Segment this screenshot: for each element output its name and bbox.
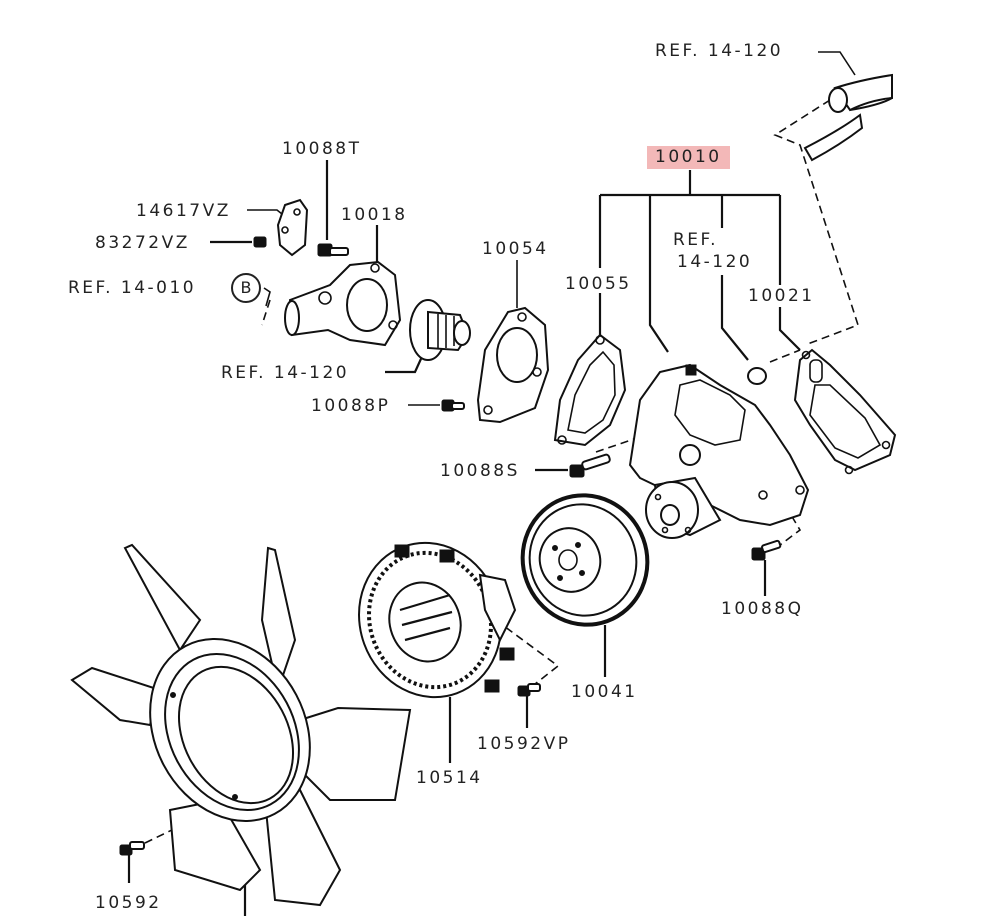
- water-outlet-10018: [284, 260, 402, 347]
- part-10514-label[interactable]: 10514: [416, 768, 483, 788]
- radiator-hose: [803, 73, 893, 162]
- bolt-10088T: [317, 243, 349, 257]
- bolt-10592: [119, 841, 145, 856]
- thermostat: [409, 299, 471, 361]
- ref-14-120-hose-label[interactable]: REF. 14-120: [655, 41, 784, 61]
- ref-14-120-oring-label-line2[interactable]: 14-120: [677, 252, 753, 272]
- gasket-10054: [476, 306, 550, 424]
- ref-14-120-oring-label-line1[interactable]: REF.: [673, 230, 719, 250]
- part-10054-label[interactable]: 10054: [482, 239, 549, 259]
- part-10055-label[interactable]: 10055: [565, 274, 632, 294]
- part-83272VZ-label[interactable]: 83272VZ: [95, 233, 190, 253]
- part-10592-label[interactable]: 10592: [95, 893, 162, 913]
- part-10088P-label[interactable]: 10088P: [311, 396, 391, 416]
- part-10088Q-label[interactable]: 10088Q: [721, 599, 804, 619]
- part-10018-label[interactable]: 10018: [341, 205, 408, 225]
- pulley-10041: [520, 493, 650, 627]
- part-14617VZ-label[interactable]: 14617VZ: [136, 201, 231, 221]
- bolt-10592VP: [517, 683, 541, 697]
- bolt-10088S: [569, 453, 611, 478]
- bracket-14617VZ: [253, 198, 309, 257]
- part-10041-label[interactable]: 10041: [571, 682, 638, 702]
- gasket-10021: [793, 348, 897, 475]
- ref-14-120-thermostat-label[interactable]: REF. 14-120: [221, 363, 350, 383]
- part-10010-label[interactable]: 10010: [647, 146, 730, 169]
- bolt-10088Q: [751, 539, 782, 561]
- ref-14-010-label[interactable]: REF. 14-010: [68, 278, 197, 298]
- water-pump-10010: [628, 363, 810, 539]
- fan-clutch-10514: [358, 541, 517, 699]
- o-ring: [747, 367, 767, 385]
- part-10592VP-label[interactable]: 10592VP: [477, 734, 571, 754]
- ref-b-circle-icon: B: [231, 273, 261, 303]
- cooling-fan: [70, 543, 412, 907]
- gasket-10055: [553, 333, 627, 447]
- bolt-10088P: [441, 399, 465, 412]
- part-10021-label[interactable]: 10021: [748, 286, 815, 306]
- leader-lines: [127, 51, 856, 916]
- part-10088T-label[interactable]: 10088T: [282, 139, 362, 159]
- part-10088S-label[interactable]: 10088S: [440, 461, 520, 481]
